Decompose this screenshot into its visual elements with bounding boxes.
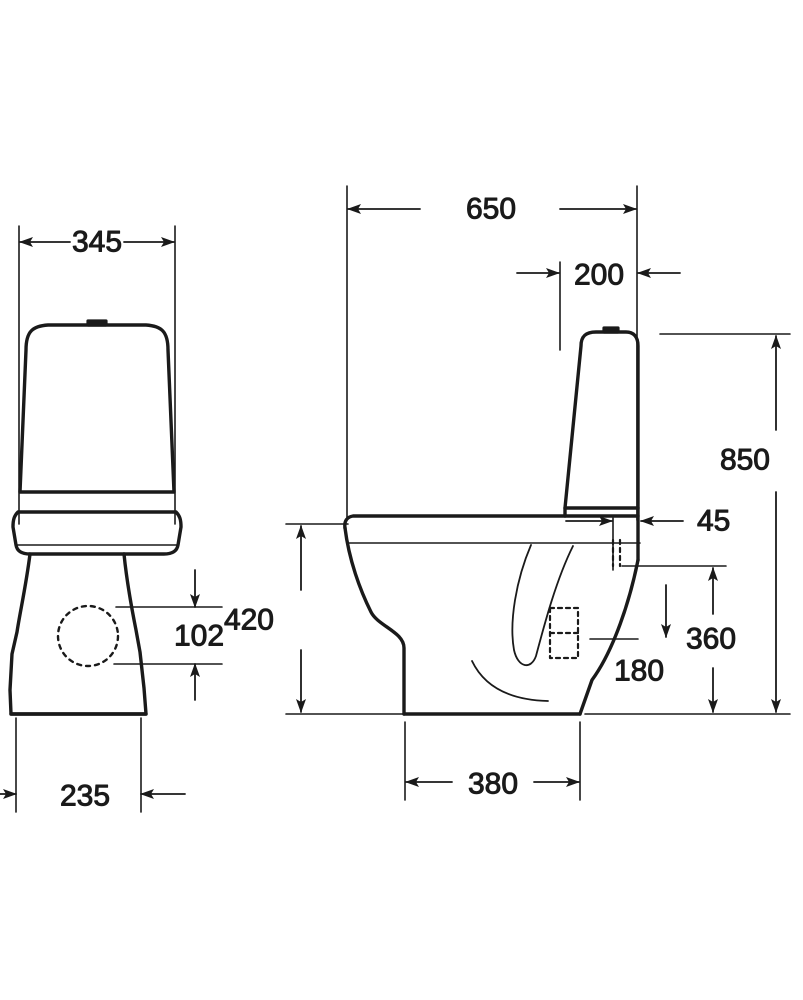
dim-label-380: 380 [468,768,518,801]
dim-label-850: 850 [720,444,770,477]
side-rim-outline [343,514,567,530]
side-hidden-outlet-detail [611,538,622,568]
dim-label-360: 360 [686,623,736,656]
front-pan-outline [8,552,148,716]
side-bowl-internal-contours [471,544,574,702]
dim-label-180: 180 [614,655,664,688]
dim-label-345: 345 [72,226,122,259]
dim-380-extension-lines [404,721,581,801]
side-view: 650 200 [223,185,791,801]
side-cistern-foot [563,506,640,562]
side-cistern-button [602,326,620,334]
front-view: 102 235 345 [0,225,225,813]
front-outlet-hidden-circle [56,604,120,668]
side-pan-front-profile [343,526,406,716]
dim-102-leaders [113,606,223,665]
side-pan-rear-profile [578,558,640,716]
dim-label-650: 650 [466,193,516,226]
front-width-extension-lines [18,225,176,525]
front-cistern-base-band [16,490,178,514]
front-rim-outline [11,510,183,556]
dim-label-45: 45 [697,505,730,538]
dim-label-200: 200 [574,259,624,292]
dim-label-102: 102 [174,620,224,653]
side-hidden-fixing-detail [548,606,580,660]
dim-420-leaders [285,523,405,715]
dim-850-leaders [584,333,791,715]
dim-label-420: 420 [224,604,274,637]
dim-label-235: 235 [60,780,110,813]
front-cistern-button [86,319,108,327]
dim-650-extension-lines [346,185,638,521]
side-cistern-outline [563,330,640,510]
front-cistern-outline [18,323,176,494]
